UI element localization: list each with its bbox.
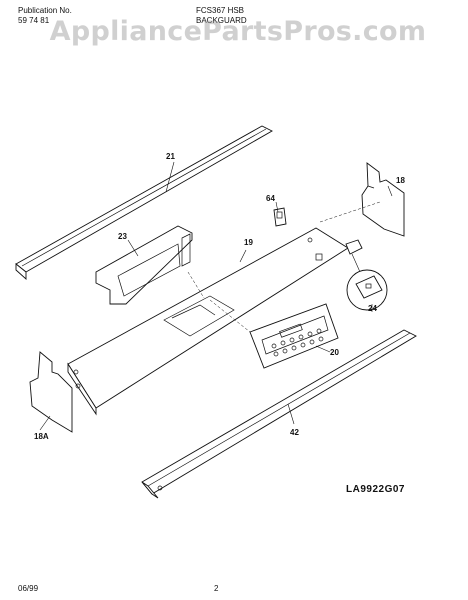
callout-18a: 18A — [34, 432, 49, 441]
callout-19: 19 — [244, 238, 253, 247]
callout-23: 23 — [118, 232, 127, 241]
control-bracket — [95, 225, 193, 305]
publication-number: 59 74 81 — [18, 16, 50, 25]
section-title: BACKGUARD — [196, 16, 247, 25]
model-number: FCS367 HSB — [196, 6, 245, 15]
watermark: AppliancePartsPros.com — [49, 16, 427, 47]
backguard-panel — [67, 227, 349, 416]
clip-part — [273, 207, 287, 227]
trim-rail-top — [15, 125, 273, 281]
oven-control-board — [249, 303, 339, 369]
connector-part — [345, 239, 388, 311]
trim-rail-bottom — [141, 329, 417, 499]
footer-date: 06/99 — [18, 584, 39, 593]
callout-64: 64 — [266, 194, 275, 203]
page-number: 2 — [214, 584, 219, 593]
callout-20: 20 — [330, 348, 339, 357]
callout-21: 21 — [166, 152, 175, 161]
callout-42: 42 — [290, 428, 299, 437]
leader-lines — [39, 161, 393, 431]
callout-24: 24 — [368, 304, 377, 313]
publication-label: Publication No. — [18, 6, 72, 15]
end-bracket-right — [361, 162, 405, 237]
end-bracket-left — [29, 351, 73, 433]
diagram-code: LA9922G07 — [346, 484, 405, 495]
callout-18: 18 — [396, 176, 405, 185]
